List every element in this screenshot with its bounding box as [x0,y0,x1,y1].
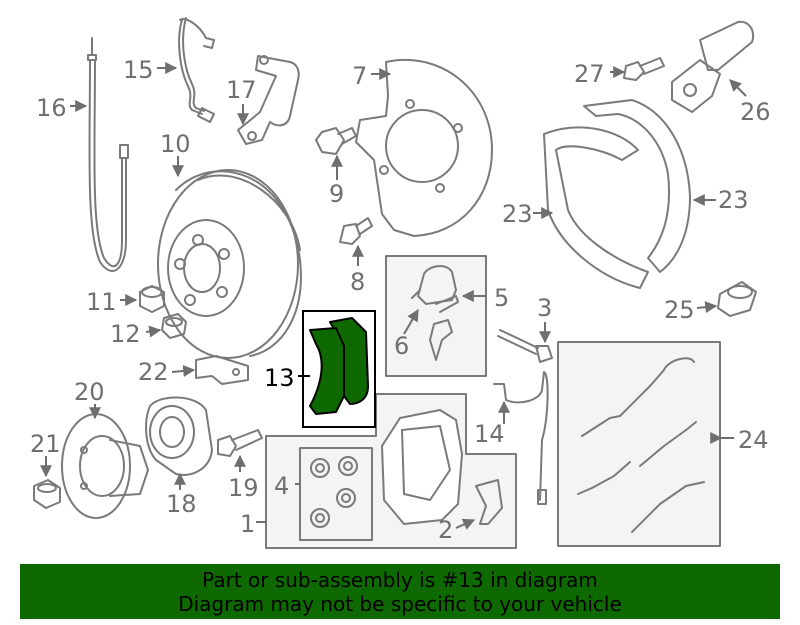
callout-6[interactable]: 6 [394,332,409,360]
pistons-box-part-4[interactable] [299,447,373,541]
wear-sensor-part-14[interactable] [493,371,549,505]
callout-20[interactable]: 20 [74,378,105,406]
brake-hose-part-16[interactable] [87,37,129,272]
callout-16[interactable]: 16 [36,94,67,122]
bolt-part-3[interactable] [497,329,553,363]
callout-15[interactable]: 15 [123,56,154,84]
callout-13[interactable]: 13 [264,364,295,392]
bracket-part-6 [411,289,421,299]
callout-7[interactable]: 7 [352,62,367,90]
leader-26 [729,79,747,97]
hardware-box-part-24[interactable] [557,341,721,547]
brake-shoe-part-23-left[interactable] [543,126,649,289]
bracket-part-17[interactable] [237,55,300,145]
callout-12[interactable]: 12 [110,320,141,348]
bolt-part-11[interactable] [139,285,165,313]
callout-22[interactable]: 22 [138,358,169,386]
bracket-part-22[interactable] [195,355,249,385]
nut-part-12[interactable] [161,313,187,339]
bolt-part-19[interactable] [217,429,263,457]
nut-part-21[interactable] [33,479,61,509]
callout-23-right[interactable]: 23 [718,186,749,214]
callout-25[interactable]: 25 [664,296,695,324]
sensor-part-25[interactable] [717,281,757,317]
callout-11[interactable]: 11 [86,288,117,316]
banner-line-1: Part or sub-assembly is #13 in diagram [202,568,598,592]
info-banner: Part or sub-assembly is #13 in diagram D… [20,564,780,619]
backing-plate-part-7[interactable] [355,58,493,237]
callout-19[interactable]: 19 [228,474,259,502]
rotor-part-10[interactable] [157,169,302,359]
bolt-part-8[interactable] [339,217,373,245]
brake-pads-part-13[interactable] [302,310,376,428]
callout-10[interactable]: 10 [160,130,191,158]
callout-4[interactable]: 4 [274,472,289,500]
caliper-body [381,409,463,525]
callout-2[interactable]: 2 [438,516,453,544]
callout-21[interactable]: 21 [30,430,61,458]
callout-9[interactable]: 9 [329,180,344,208]
callout-26[interactable]: 26 [740,98,771,126]
leader-6 [403,308,419,335]
banner-line-2: Diagram may not be specific to your vehi… [178,592,622,616]
hub-part-20[interactable] [61,413,149,519]
callout-5[interactable]: 5 [494,284,509,312]
callout-17[interactable]: 17 [226,76,257,104]
brake-shoe-part-23-right[interactable] [583,99,691,273]
callout-3[interactable]: 3 [537,294,552,322]
leader-22 [171,365,196,377]
callout-24[interactable]: 24 [738,426,769,454]
callout-1[interactable]: 1 [240,510,255,538]
callout-23-left[interactable]: 23 [502,200,533,228]
pad-spring-part-2[interactable] [475,479,503,525]
callout-27[interactable]: 27 [574,60,605,88]
leader-12 [145,325,162,338]
callout-8[interactable]: 8 [350,268,365,296]
bearing-part-18[interactable] [145,396,213,476]
callout-18[interactable]: 18 [166,490,197,518]
actuator-part-26[interactable] [671,20,754,113]
parts-diagram: 15 16 17 7 9 10 8 11 12 22 13 5 6 3 14 2… [30,17,771,549]
brake-line-part-15[interactable] [178,17,215,123]
bolt-part-9[interactable] [315,127,357,155]
group-box-part-5[interactable] [385,255,487,377]
leader-2 [455,518,476,530]
bolt-part-27[interactable] [623,57,665,81]
callout-14[interactable]: 14 [474,420,505,448]
leader-25 [696,301,718,314]
